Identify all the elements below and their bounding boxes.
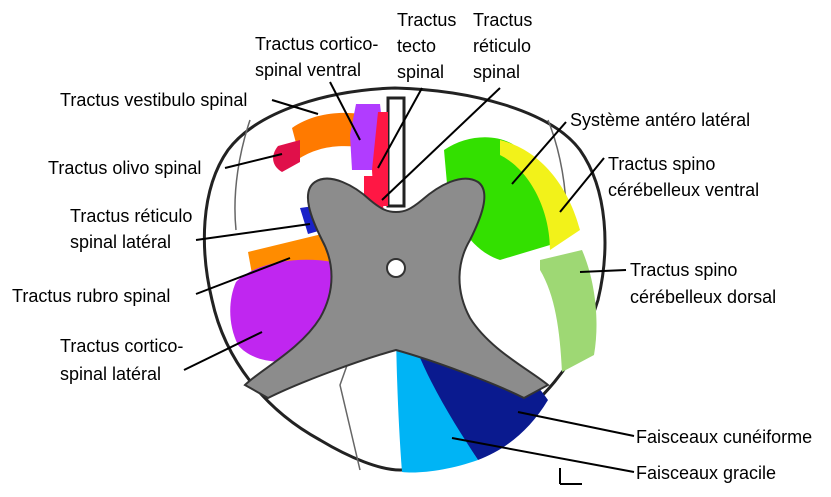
label-spino-cerebelleux-ventral-line1: Tractus spino bbox=[608, 154, 715, 174]
label-cortico-spinal-lateral-line2: spinal latéral bbox=[60, 364, 161, 384]
label-cortico-spinal-lateral-line1: Tractus cortico- bbox=[60, 336, 183, 356]
label-tecto-spinal-line2: tecto bbox=[397, 36, 436, 56]
label-cortico-spinal-ventral-line1: Tractus cortico- bbox=[255, 34, 378, 54]
label-reticulo-spinal-lateral-line1: Tractus réticulo bbox=[70, 206, 192, 226]
label-tecto-spinal-line3: spinal bbox=[397, 62, 444, 82]
label-tecto-spinal-line1: Tractus bbox=[397, 10, 456, 30]
label-vestibulo-spinal: Tractus vestibulo spinal bbox=[60, 90, 247, 110]
label-olivo-spinal: Tractus olivo spinal bbox=[48, 158, 201, 178]
label-rubro-spinal: Tractus rubro spinal bbox=[12, 286, 170, 306]
label-cortico-spinal-ventral-line2: spinal ventral bbox=[255, 60, 361, 80]
scale-bar bbox=[560, 468, 582, 484]
label-antero-lateral: Système antéro latéral bbox=[570, 110, 750, 130]
label-reticulo-spinal-line1: Tractus bbox=[473, 10, 532, 30]
label-spino-cerebelleux-dorsal-line1: Tractus spino bbox=[630, 260, 737, 280]
label-reticulo-spinal-lateral-line2: spinal latéral bbox=[70, 232, 171, 252]
central-canal bbox=[387, 259, 405, 277]
label-reticulo-spinal-line3: spinal bbox=[473, 62, 520, 82]
label-reticulo-spinal-line2: réticulo bbox=[473, 36, 531, 56]
label-faisceaux-gracile: Faisceaux gracile bbox=[636, 463, 776, 483]
ventral-median-fissure bbox=[388, 98, 404, 206]
label-faisceaux-cuneiforme: Faisceaux cunéiforme bbox=[636, 427, 812, 447]
label-spino-cerebelleux-dorsal-line2: cérébelleux dorsal bbox=[630, 287, 776, 307]
label-spino-cerebelleux-ventral-line2: cérébelleux ventral bbox=[608, 180, 759, 200]
